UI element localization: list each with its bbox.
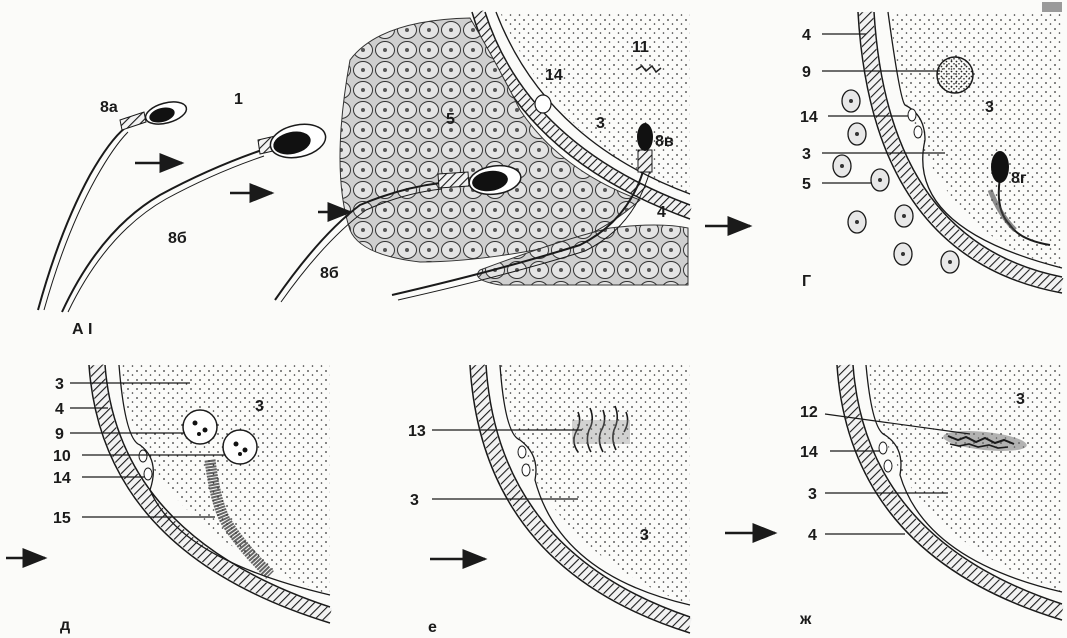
label-d-10: 10 bbox=[53, 448, 71, 465]
label-g-14: 14 bbox=[800, 109, 818, 126]
label-8b-2: 8б bbox=[320, 265, 339, 282]
pronucleus-10-d bbox=[223, 430, 257, 464]
label-e-13: 13 bbox=[408, 423, 426, 440]
sperm-8b bbox=[62, 120, 329, 312]
label-8a: 8а bbox=[100, 99, 118, 116]
corner-zh: ж bbox=[799, 611, 812, 628]
label-8v: 8в bbox=[655, 133, 674, 150]
label-d-4: 4 bbox=[55, 401, 64, 418]
label-1: 1 bbox=[234, 91, 243, 108]
label-d-14: 14 bbox=[53, 470, 71, 487]
label-3: 3 bbox=[596, 115, 605, 132]
label-5: 5 bbox=[446, 111, 455, 128]
label-g-9: 9 bbox=[802, 64, 811, 81]
label-zh-3-inner: 3 bbox=[1016, 391, 1025, 408]
label-zh-3: 3 bbox=[808, 486, 817, 503]
pronucleus-9-d bbox=[183, 410, 217, 444]
sperm-8a bbox=[38, 98, 189, 310]
panel-a: 8а 1 8б 8б 5 14 11 3 8в 4 А I bbox=[38, 12, 750, 338]
label-8b: 8б bbox=[168, 230, 187, 247]
panel-g: 4 9 14 3 5 3 8г Г bbox=[800, 2, 1062, 293]
pronucleus-9-g bbox=[937, 57, 973, 93]
label-d-15: 15 bbox=[53, 510, 71, 527]
label-d-3: 3 bbox=[55, 376, 64, 393]
panel-zh: 12 14 3 4 3 ж bbox=[725, 365, 1062, 628]
label-e-3-inner: 3 bbox=[640, 527, 649, 544]
label-zh-12: 12 bbox=[800, 404, 818, 421]
label-g-5: 5 bbox=[802, 176, 811, 193]
corner-a: А I bbox=[72, 321, 92, 338]
label-g-4: 4 bbox=[802, 27, 811, 44]
label-zh-4: 4 bbox=[808, 527, 817, 544]
label-g-3: 3 bbox=[802, 146, 811, 163]
label-d-9: 9 bbox=[55, 426, 64, 443]
label-g-3-inner: 3 bbox=[985, 99, 994, 116]
corner-d: д bbox=[60, 617, 70, 634]
label-d-3-inner: 3 bbox=[255, 398, 264, 415]
label-11: 11 bbox=[632, 39, 649, 56]
panel-d: 3 4 9 10 14 15 3 д bbox=[6, 365, 330, 634]
egg-cytoplasm-g bbox=[890, 12, 1062, 268]
panel-e: 13 3 3 е bbox=[408, 365, 690, 636]
corner-e: е bbox=[428, 619, 437, 636]
label-e-3: 3 bbox=[410, 492, 419, 509]
granule-14 bbox=[535, 95, 551, 113]
corner-mark bbox=[1042, 2, 1062, 12]
label-4: 4 bbox=[657, 204, 666, 221]
corner-g: Г bbox=[802, 273, 811, 290]
label-zh-14: 14 bbox=[800, 444, 818, 461]
label-g-8g: 8г bbox=[1011, 170, 1027, 187]
label-14: 14 bbox=[545, 67, 563, 84]
